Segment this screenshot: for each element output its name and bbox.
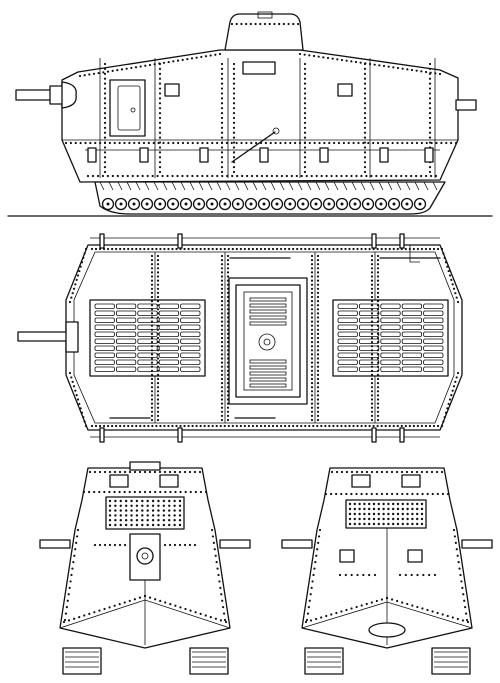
- side-track: [94, 181, 446, 215]
- engine-grille-left: [89, 299, 206, 377]
- starting-crank: [231, 131, 276, 163]
- side-door: [109, 79, 146, 137]
- side-panel-seams: [99, 58, 436, 178]
- roof-hatch: [242, 61, 276, 75]
- cupola-plan: [228, 277, 308, 405]
- main-gun-top: [17, 321, 79, 353]
- rear-view: [281, 467, 493, 675]
- side-rivets: [64, 22, 458, 178]
- side-hull: [61, 49, 459, 183]
- vision-port: [337, 83, 353, 97]
- front-rivets: [62, 470, 228, 624]
- engine-grille-right: [332, 299, 449, 377]
- top-view: [17, 233, 463, 443]
- rear-gun-side: [455, 99, 477, 111]
- top-rivets: [68, 247, 460, 428]
- command-cupola: [224, 13, 304, 51]
- rear-mesh-panel: [345, 499, 427, 529]
- main-gun-side: [15, 81, 77, 109]
- side-view: [7, 11, 493, 217]
- front-mesh-panel: [105, 496, 185, 530]
- rear-rivets: [304, 470, 470, 624]
- vision-port: [164, 83, 180, 97]
- front-view: [39, 461, 251, 675]
- front-gun-mantlet: [129, 533, 161, 581]
